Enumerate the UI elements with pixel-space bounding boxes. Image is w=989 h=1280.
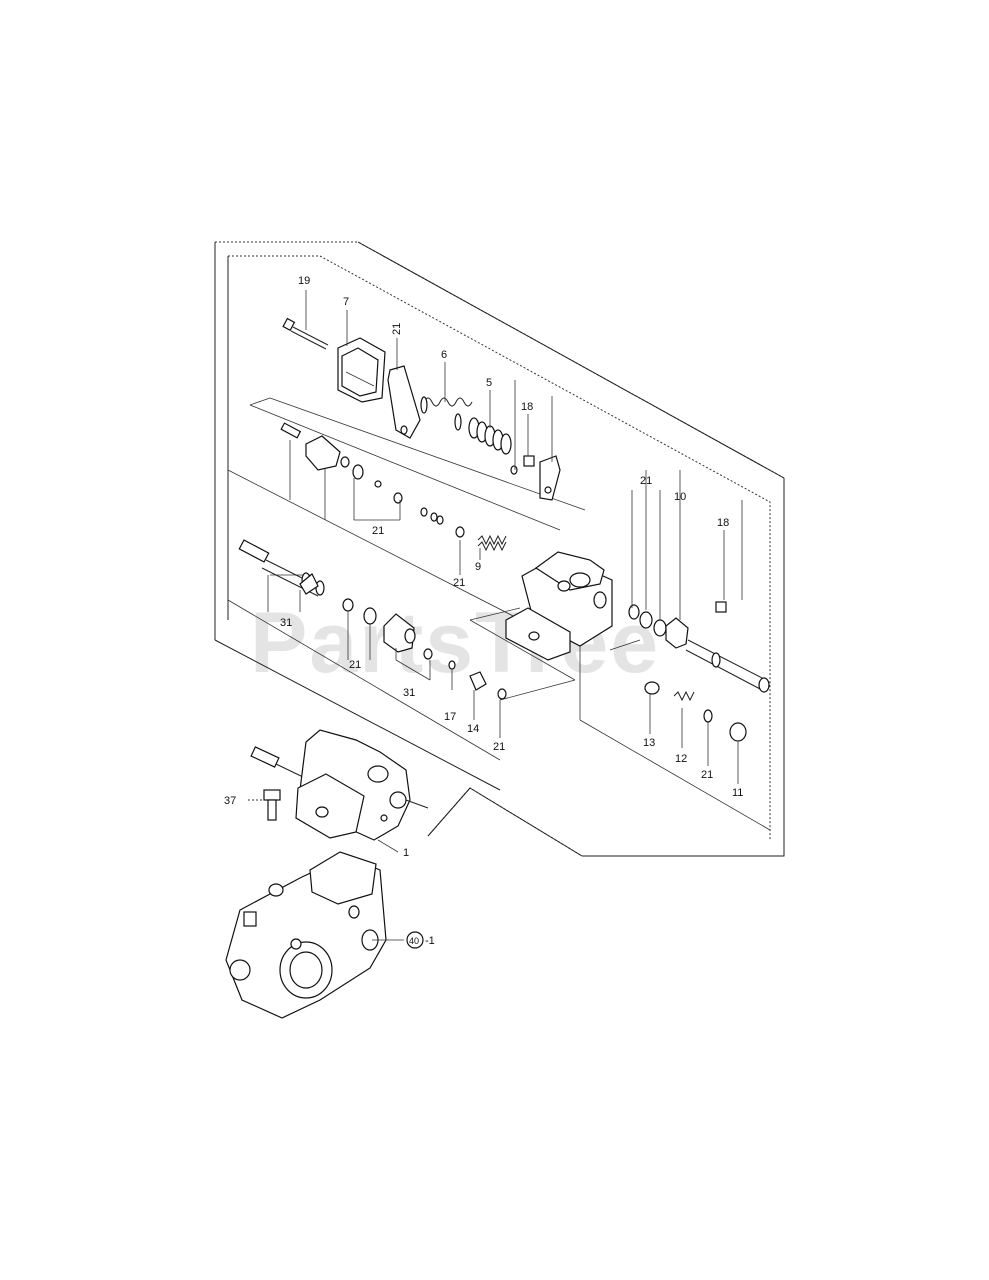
callout-21: 21 bbox=[640, 475, 652, 487]
callout-6: 6 bbox=[441, 349, 447, 361]
callout-40: 40 bbox=[409, 936, 419, 946]
callout-1: 1 bbox=[403, 847, 409, 859]
callouts: 19 7 21 6 5 18 21 21 9 21 10 18 31 21 31… bbox=[224, 275, 743, 949]
callout-21: 21 bbox=[349, 659, 361, 671]
callout-11: 11 bbox=[732, 787, 743, 799]
callout-21: 21 bbox=[391, 323, 403, 335]
callout-14: 14 bbox=[467, 723, 479, 735]
bolt-37 bbox=[263, 789, 281, 821]
callout-40-suffix: -1 bbox=[425, 935, 435, 947]
callout-31: 31 bbox=[403, 687, 415, 699]
callout-10: 10 bbox=[674, 491, 686, 503]
pump-housing-40 bbox=[225, 851, 387, 1019]
parts bbox=[225, 317, 770, 1019]
callout-31: 31 bbox=[280, 617, 292, 629]
callout-12: 12 bbox=[675, 753, 687, 765]
callout-17: 17 bbox=[444, 711, 456, 723]
gasket-21 bbox=[387, 365, 421, 439]
callout-21: 21 bbox=[453, 577, 465, 589]
valve-block-lower bbox=[250, 729, 429, 841]
callout-18: 18 bbox=[521, 401, 533, 413]
row3-parts bbox=[342, 598, 507, 700]
callout-7: 7 bbox=[343, 296, 349, 308]
assembly-boundary bbox=[214, 241, 785, 857]
cover-7 bbox=[337, 337, 386, 403]
pin-row2 bbox=[280, 422, 465, 538]
lever-18 bbox=[510, 455, 561, 501]
spring-5 bbox=[468, 417, 512, 455]
callout-40-circle bbox=[406, 931, 424, 949]
callout-21: 21 bbox=[493, 741, 505, 753]
callout-19: 19 bbox=[298, 275, 310, 287]
callout-5: 5 bbox=[486, 377, 492, 389]
callout-21: 21 bbox=[372, 525, 384, 537]
callout-21: 21 bbox=[701, 769, 713, 781]
spool-shaft bbox=[238, 539, 325, 597]
callout-13: 13 bbox=[643, 737, 655, 749]
valve-block-upper bbox=[505, 551, 613, 661]
callout-37: 37 bbox=[224, 795, 236, 807]
spring-9 bbox=[477, 534, 507, 552]
bolt-19 bbox=[282, 317, 329, 350]
callout-18: 18 bbox=[717, 517, 729, 529]
spring-6 bbox=[420, 396, 473, 431]
callout-9: 9 bbox=[475, 561, 481, 573]
right-parts bbox=[628, 601, 770, 742]
guide-lines bbox=[227, 397, 771, 831]
leader-lines bbox=[248, 290, 743, 941]
